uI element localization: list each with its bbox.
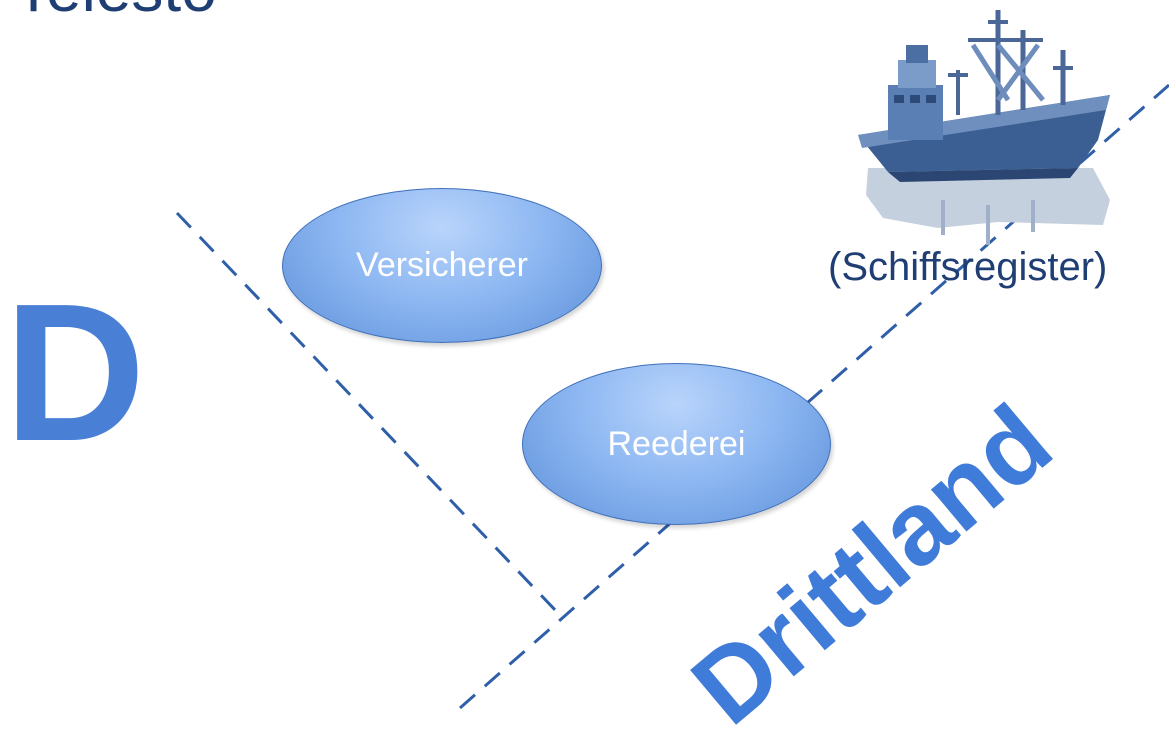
border-line-left — [175, 211, 559, 614]
country-label-d: D — [4, 263, 146, 482]
shipowner-node: Reederei — [522, 363, 831, 525]
ship-registry-label: (Schiffsregister) — [828, 245, 1108, 289]
insurer-node: Versicherer — [282, 188, 602, 343]
partial-title: Telesto — [14, 0, 217, 26]
shipowner-label: Reederei — [607, 424, 746, 463]
cargo-ship-icon — [858, 10, 1110, 245]
insurer-label: Versicherer — [356, 246, 528, 284]
border-line-right — [459, 83, 1169, 710]
